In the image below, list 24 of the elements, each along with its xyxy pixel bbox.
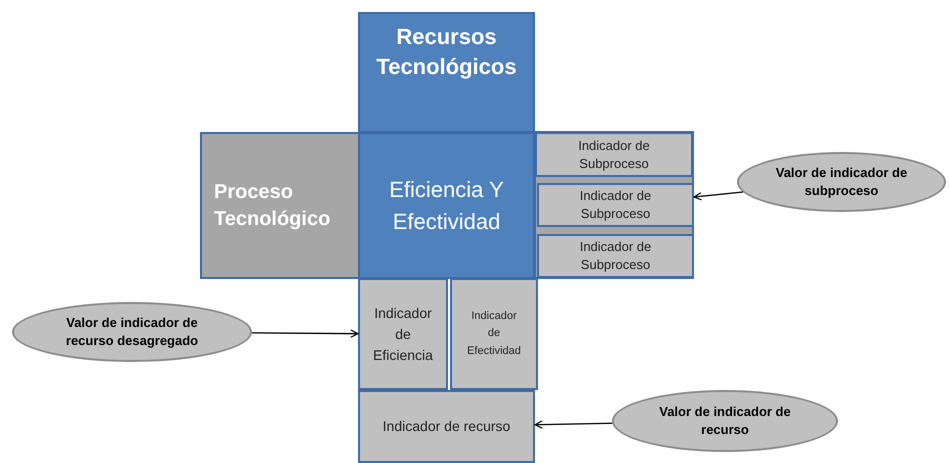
arrow	[534, 420, 612, 429]
node-label: Indicador de Subproceso	[577, 136, 651, 172]
indicator-box	[358, 278, 448, 390]
indicator-box	[535, 132, 693, 177]
node-label: Indicador de Subproceso	[578, 238, 652, 274]
node-label: Valor de indicador de subproceso	[774, 164, 908, 200]
arrow	[252, 329, 359, 338]
indicator-box	[358, 390, 535, 463]
node-label: Indicador de Eficiencia	[372, 304, 434, 364]
indicator-box	[450, 278, 538, 390]
node-label: Indicador de recurso	[382, 417, 510, 436]
node-label: Proceso Tecnológico	[214, 180, 332, 232]
resource-box	[358, 12, 535, 133]
node-label: Recursos Tecnológicos	[375, 23, 518, 81]
node-label: Indicador de Subproceso	[578, 187, 652, 223]
node-label: Eficiencia Y Efectividad	[388, 176, 505, 236]
node-label: Valor de indicador de recurso	[658, 403, 792, 439]
efficiency-box	[358, 132, 535, 279]
node-label: Indicador de Efectividad	[466, 308, 522, 359]
node-label: Valor de indicador de recurso desagregado	[64, 314, 200, 350]
indicator-box	[537, 234, 694, 278]
indicator-box	[537, 183, 694, 227]
process-box	[200, 132, 360, 279]
arrow	[693, 191, 744, 200]
